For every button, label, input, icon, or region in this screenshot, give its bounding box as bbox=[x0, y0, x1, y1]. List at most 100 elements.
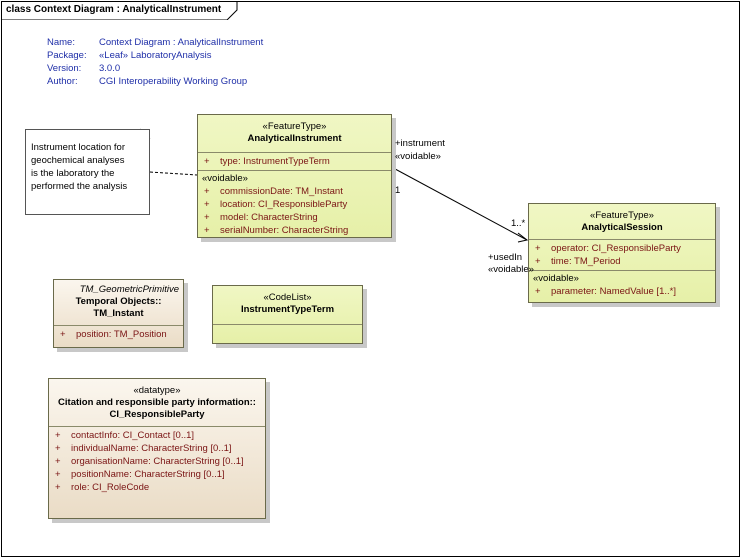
class-stereotype: «FeatureType» bbox=[590, 210, 654, 221]
visibility: + bbox=[535, 256, 541, 267]
visibility: + bbox=[204, 186, 210, 197]
class-name: InstrumentTypeTerm bbox=[240, 304, 335, 315]
voidable-compartment: «voidable» + commissionDate: TM_Instant +… bbox=[198, 170, 391, 239]
class-header: «datatype» Citation and responsible part… bbox=[49, 379, 265, 424]
note-line: geochemical analyses bbox=[31, 155, 125, 166]
meta-value: «Leaf» LaboratoryAnalysis bbox=[99, 50, 212, 61]
visibility: + bbox=[204, 212, 210, 223]
class-header: TM_GeometricPrimitive Temporal Objects::… bbox=[54, 280, 183, 323]
class-stereotype: «FeatureType» bbox=[262, 121, 327, 132]
class-header: «FeatureType» AnalyticalSession bbox=[529, 204, 715, 237]
attribute[interactable]: + model: CharacterString bbox=[198, 211, 391, 224]
visibility: + bbox=[204, 199, 210, 210]
class-stereotype: «CodeList» bbox=[263, 292, 312, 303]
attribute[interactable]: + contactInfo: CI_Contact [0..1] bbox=[49, 429, 265, 442]
class-header: «CodeList» InstrumentTypeTerm bbox=[213, 286, 362, 319]
attribute-text: operator: CI_ResponsibleParty bbox=[551, 243, 681, 254]
visibility: + bbox=[55, 443, 61, 454]
attribute[interactable]: + positionName: CharacterString [0..1] bbox=[49, 468, 265, 481]
attribute-compartment: + operator: CI_ResponsibleParty + time: TM… bbox=[529, 239, 715, 270]
visibility: + bbox=[204, 156, 210, 167]
attribute-compartment: + contactInfo: CI_Contact [0..1] + individ… bbox=[49, 426, 265, 496]
attribute-text: type: InstrumentTypeTerm bbox=[220, 156, 330, 167]
meta-value: CGI Interoperability Working Group bbox=[99, 76, 248, 87]
meta-value: 3.0.0 bbox=[99, 63, 121, 74]
association-arrow-session bbox=[517, 232, 529, 243]
diagram-title: class Context Diagram : AnalyticalInstru… bbox=[6, 4, 222, 15]
visibility: + bbox=[535, 243, 541, 254]
class-name: AnalyticalInstrument bbox=[247, 133, 342, 144]
attribute[interactable]: + role: CI_RoleCode bbox=[49, 481, 265, 494]
association-line[interactable] bbox=[383, 162, 528, 241]
voidable-label: «voidable» bbox=[202, 173, 248, 184]
attribute[interactable]: + serialNumber: CharacterString bbox=[198, 224, 391, 237]
attribute-text: location: CI_ResponsibleParty bbox=[220, 199, 348, 210]
diagram-metadata: Name: Context Diagram : AnalyticalInstrum… bbox=[47, 36, 263, 88]
association-multiplicity-session: 1..* bbox=[511, 218, 526, 229]
meta-key: Name: bbox=[47, 37, 75, 48]
class-analytical-instrument[interactable]: «FeatureType» AnalyticalInstrument + type… bbox=[197, 114, 392, 238]
association-role-instrument: +instrument bbox=[395, 138, 445, 149]
note-line: performed the analysis bbox=[31, 181, 128, 192]
class-header: «FeatureType» AnalyticalInstrument bbox=[198, 115, 391, 148]
attribute-text: serialNumber: CharacterString bbox=[220, 225, 349, 236]
attribute-text: positionName: CharacterString [0..1] bbox=[71, 469, 225, 480]
attribute[interactable]: + parameter: NamedValue [1..*] bbox=[529, 285, 715, 298]
class-ci-responsible-party[interactable]: «datatype» Citation and responsible part… bbox=[48, 378, 266, 519]
meta-version-row: Version:3.0.0 bbox=[47, 62, 263, 75]
association-voidable-instrument: «voidable» bbox=[395, 151, 441, 162]
class-name: CI_ResponsibleParty bbox=[109, 409, 205, 420]
meta-package-row: Package: «Leaf» LaboratoryAnalysis bbox=[47, 49, 263, 62]
attribute[interactable]: + operator: CI_ResponsibleParty bbox=[529, 242, 715, 255]
attribute[interactable]: + type: InstrumentTypeTerm bbox=[198, 155, 391, 168]
class-analytical-session[interactable]: «FeatureType» AnalyticalSession + operato… bbox=[528, 203, 716, 303]
class-name-package: Citation and responsible party informati… bbox=[58, 397, 256, 408]
class-stereotype: TM_GeometricPrimitive bbox=[79, 284, 179, 295]
visibility: + bbox=[55, 430, 61, 441]
note[interactable]: Instrument location for geochemical anal… bbox=[25, 129, 150, 215]
visibility: + bbox=[60, 329, 66, 340]
attribute-text: individualName: CharacterString [0..1] bbox=[71, 443, 232, 454]
attribute-text: commissionDate: TM_Instant bbox=[220, 186, 343, 197]
association-role-session: +usedIn bbox=[488, 252, 523, 263]
note-link[interactable] bbox=[149, 171, 198, 176]
attribute[interactable]: + commissionDate: TM_Instant bbox=[198, 185, 391, 198]
class-tm-instant[interactable]: TM_GeometricPrimitive Temporal Objects::… bbox=[53, 279, 184, 348]
attribute-compartment: + position: TM_Position bbox=[54, 325, 183, 343]
voidable-label: «voidable» bbox=[533, 273, 579, 284]
attribute-text: role: CI_RoleCode bbox=[71, 482, 150, 493]
attribute[interactable]: + location: CI_ResponsibleParty bbox=[198, 198, 391, 211]
note-line: is the laboratory the bbox=[31, 168, 115, 179]
note-line: Instrument location for bbox=[31, 142, 125, 153]
visibility: + bbox=[204, 225, 210, 236]
attribute-text: parameter: NamedValue [1..*] bbox=[551, 286, 676, 297]
attribute[interactable]: + individualName: CharacterString [0..1] bbox=[49, 442, 265, 455]
class-stereotype: «datatype» bbox=[133, 385, 181, 396]
class-name-package: Temporal Objects:: bbox=[75, 296, 162, 307]
voidable-compartment: «voidable» + parameter: NamedValue [1..*] bbox=[529, 270, 715, 300]
meta-value: Context Diagram : AnalyticalInstrument bbox=[99, 37, 264, 48]
attribute-text: time: TM_Period bbox=[551, 256, 621, 267]
attribute[interactable]: + time: TM_Period bbox=[529, 255, 715, 268]
attribute-text: contactInfo: CI_Contact [0..1] bbox=[71, 430, 195, 441]
attribute-text: position: TM_Position bbox=[76, 329, 167, 340]
association-multiplicity-instrument: 1 bbox=[395, 185, 401, 196]
association-voidable-session: «voidable» bbox=[488, 264, 534, 275]
attribute-compartment: + type: InstrumentTypeTerm bbox=[198, 152, 391, 170]
visibility: + bbox=[55, 469, 61, 480]
frame-tab bbox=[1, 1, 238, 20]
attribute[interactable]: + organisationName: CharacterString [0..1… bbox=[49, 455, 265, 468]
meta-name-row: Name: Context Diagram : AnalyticalInstrum… bbox=[47, 36, 263, 49]
visibility: + bbox=[55, 456, 61, 467]
attribute[interactable]: + position: TM_Position bbox=[54, 328, 183, 341]
attribute-compartment bbox=[213, 324, 362, 343]
meta-key: Author: bbox=[47, 76, 78, 87]
class-instrument-type-term[interactable]: «CodeList» InstrumentTypeTerm bbox=[212, 285, 363, 344]
note-text: Instrument location for geochemical anal… bbox=[31, 141, 127, 193]
attribute-text: model: CharacterString bbox=[220, 212, 318, 223]
meta-author-row: Author: CGI Interoperability Working Grou… bbox=[47, 75, 263, 88]
visibility: + bbox=[535, 286, 541, 297]
meta-key: Package: bbox=[47, 50, 87, 61]
visibility: + bbox=[55, 482, 61, 493]
attribute-text: organisationName: CharacterString [0..1] bbox=[71, 456, 244, 467]
